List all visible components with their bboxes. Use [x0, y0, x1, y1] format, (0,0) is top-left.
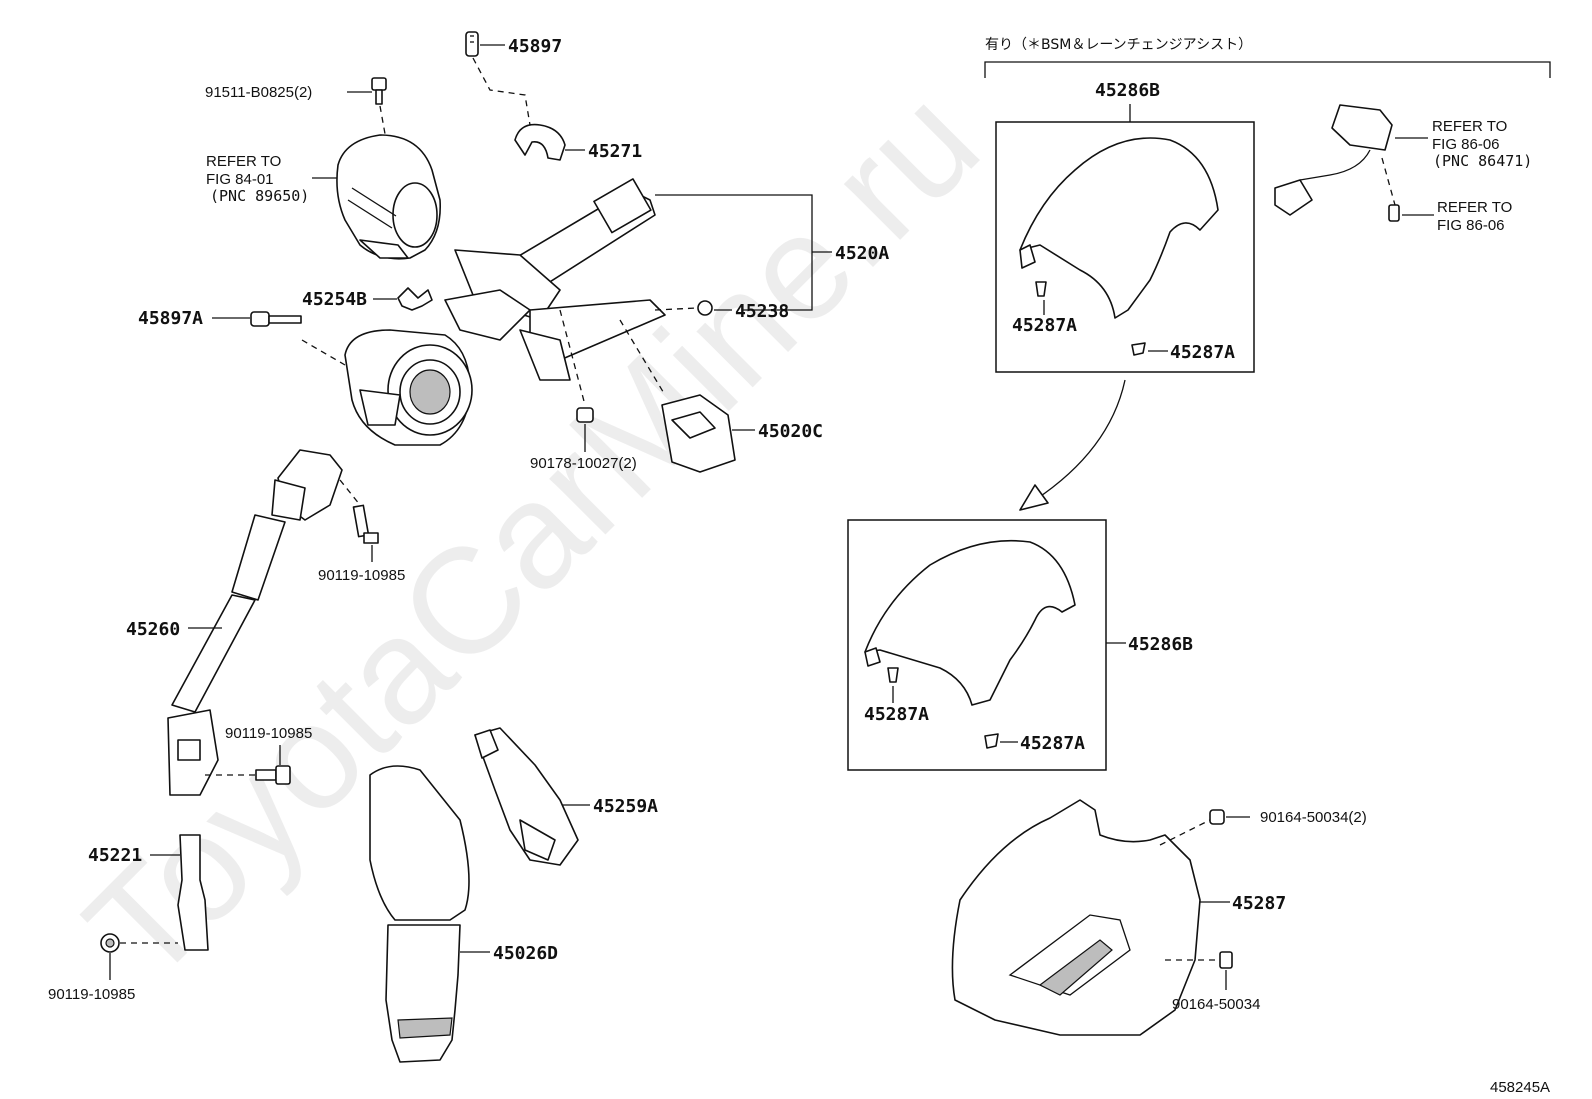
column-cover-45286B-icon-2	[864, 539, 1076, 706]
dash-45897	[472, 57, 531, 126]
cover-45259A-icon	[474, 727, 579, 866]
screw-90164-b-icon	[1219, 951, 1233, 969]
dash-90119-a	[339, 479, 361, 506]
refer-fig-84-01-line1: REFER TO	[206, 153, 281, 170]
part-label-45286B-top[interactable]: 45286B	[1095, 80, 1160, 101]
clip-45221-icon	[177, 834, 209, 951]
refer-fig-84-01-line2: FIG 84-01	[206, 171, 274, 188]
spring-45254B-icon	[397, 287, 433, 311]
bsm-sensor-harness-icon	[1274, 104, 1393, 216]
clip-45287A-icon-2	[1131, 342, 1146, 356]
part-label-90119-10985-b[interactable]: 90119-10985	[225, 725, 312, 742]
part-label-90119-10985-c[interactable]: 90119-10985	[48, 986, 135, 1003]
part-label-45287A-1[interactable]: 45287A	[1012, 315, 1077, 336]
part-label-45287A-2[interactable]: 45287A	[1170, 342, 1235, 363]
refer-fig-86-06-b-line2: FIG 86-06	[1437, 217, 1505, 234]
flow-arrow-head-icon	[1019, 484, 1049, 511]
boot-45026D-icon	[369, 765, 470, 1063]
dash-45020C	[619, 319, 666, 396]
column-cover-upper-box-2	[847, 519, 1107, 771]
steering-column-assembly-icon	[344, 178, 666, 446]
bsm-note-bracket	[984, 61, 1551, 78]
bolt-90119-b-icon	[255, 765, 291, 785]
intermediate-shaft-45260-icon	[167, 449, 343, 796]
bolt-91511-icon	[371, 77, 387, 105]
dash-45238	[654, 307, 698, 311]
part-label-90164-50034-2[interactable]: 90164-50034(2)	[1260, 809, 1367, 826]
part-label-4520A[interactable]: 4520A	[835, 243, 889, 264]
part-label-45897A[interactable]: 45897A	[138, 308, 203, 329]
clip-45287A-icon-1	[1035, 281, 1047, 297]
bolt-90119-a-icon	[352, 504, 379, 544]
refer-fig-86-06-a-line2: FIG 86-06	[1432, 136, 1500, 153]
part-label-45286B-mid[interactable]: 45286B	[1128, 634, 1193, 655]
bolt-45897-icon	[465, 31, 479, 57]
dash-refer-86-06-b	[1381, 157, 1396, 206]
screw-90164-a-icon	[1209, 809, 1225, 825]
refer-fig-86-06-a-line3: (PNC 86471)	[1433, 152, 1532, 170]
part-label-90178-10027[interactable]: 90178-10027(2)	[530, 455, 637, 472]
part-label-45026D[interactable]: 45026D	[493, 943, 558, 964]
part-label-45254B[interactable]: 45254B	[302, 289, 367, 310]
part-label-45020C[interactable]: 45020C	[758, 421, 823, 442]
screw-refer-86-06-icon	[1388, 204, 1400, 222]
column-cover-lower-45287-icon	[951, 799, 1201, 1036]
clip-45287A-icon-4	[984, 733, 999, 749]
bsm-note-text: 有り（＊BSM＆レーンチェンジアシスト）	[985, 37, 1252, 53]
clamp-45271-icon	[514, 123, 566, 161]
part-label-45287A-4[interactable]: 45287A	[1020, 733, 1085, 754]
part-label-45287A-3[interactable]: 45287A	[864, 704, 929, 725]
lock-45020C-icon	[661, 394, 736, 473]
screw-90119-c-icon	[100, 933, 120, 953]
part-label-90164-50034[interactable]: 90164-50034	[1172, 996, 1260, 1013]
part-label-45287[interactable]: 45287	[1232, 893, 1286, 914]
part-label-45897[interactable]: 45897	[508, 36, 562, 57]
diagram-code: 458245A	[1490, 1079, 1550, 1096]
part-label-91511-b0825[interactable]: 91511-B0825(2)	[205, 84, 312, 101]
refer-fig-86-06-b-line1: REFER TO	[1437, 199, 1512, 216]
dash-90164-a	[1159, 819, 1211, 846]
refer-fig-86-06-a-line1: REFER TO	[1432, 118, 1507, 135]
part-label-45238[interactable]: 45238	[735, 301, 789, 322]
dash-45897A	[301, 339, 346, 366]
nut-45238-icon	[697, 300, 713, 316]
refer-fig-84-01-line3: (PNC 89650)	[210, 187, 309, 205]
part-label-45260[interactable]: 45260	[126, 619, 180, 640]
part-label-45259A[interactable]: 45259A	[593, 796, 658, 817]
tilt-motor-unit-icon	[336, 134, 442, 260]
column-cover-upper-box-1	[995, 121, 1255, 373]
bolt-45897A-icon	[250, 311, 302, 327]
part-label-45271[interactable]: 45271	[588, 141, 642, 162]
part-label-45221[interactable]: 45221	[88, 845, 142, 866]
part-label-90119-10985-a[interactable]: 90119-10985	[318, 567, 405, 584]
dash-90178	[559, 309, 586, 406]
clip-45287A-icon-3	[887, 667, 899, 683]
nut-90178-icon	[576, 407, 594, 423]
flow-arrow	[1034, 379, 1126, 501]
column-cover-45286B-icon-1	[1019, 137, 1219, 319]
